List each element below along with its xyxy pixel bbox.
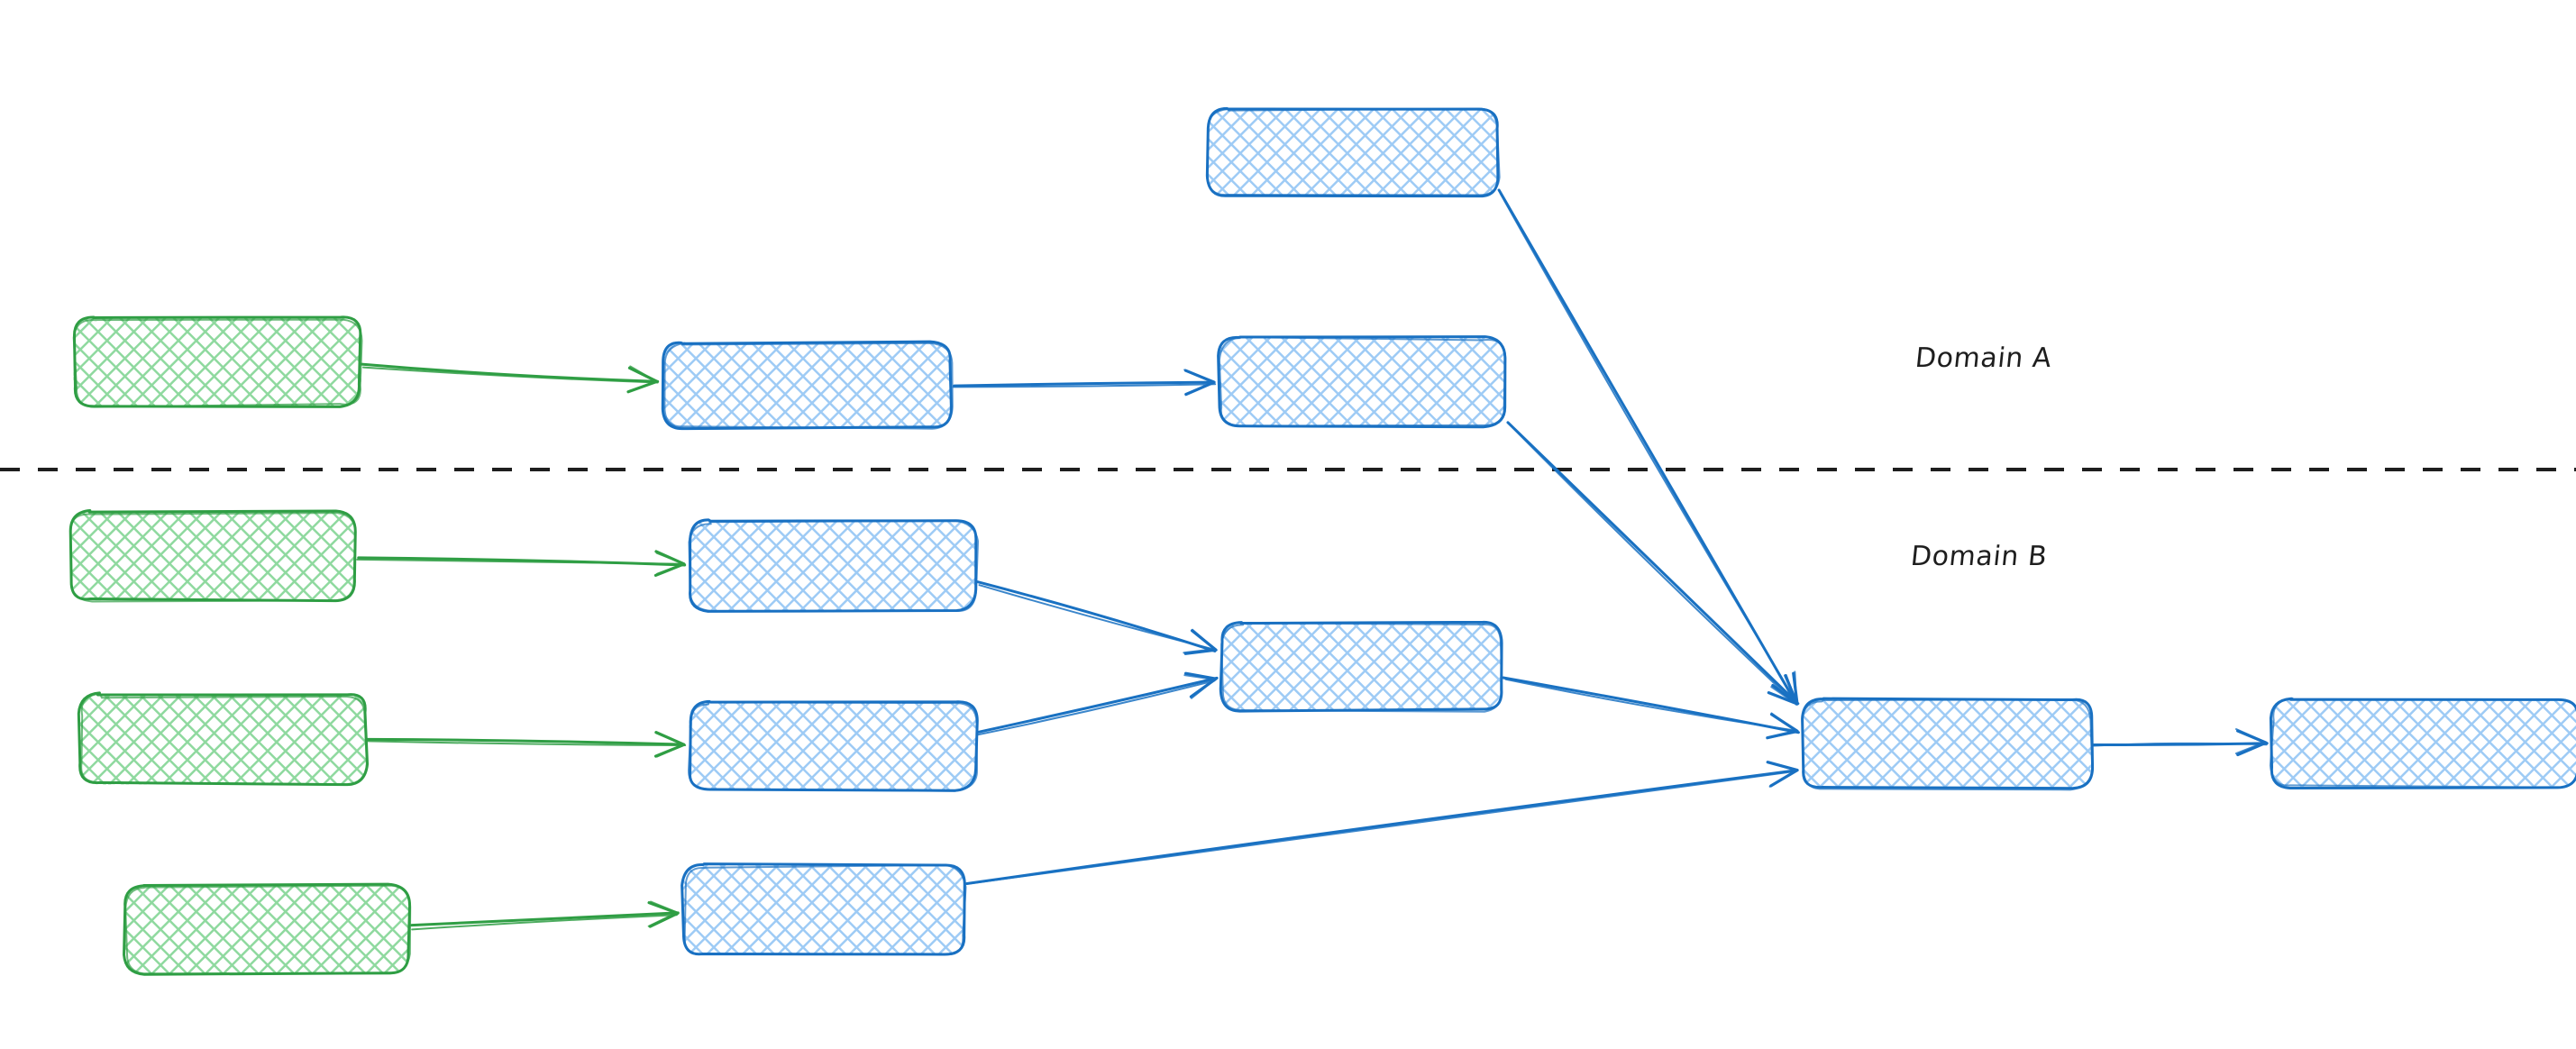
node-outline-echo (1220, 622, 1503, 713)
node-outline-echo (688, 519, 980, 612)
node-b5[interactable] (681, 862, 967, 956)
node-b6[interactable] (1219, 620, 1503, 713)
node-fill (682, 864, 964, 955)
domain-a-label: Domain A (1914, 342, 2054, 374)
node-b1[interactable] (661, 340, 954, 431)
node-outline-echo (80, 692, 368, 786)
node-outline-echo (663, 342, 954, 430)
edges-layer (356, 188, 2269, 931)
node-b2[interactable] (1217, 335, 1507, 429)
node-fill (2270, 698, 2576, 787)
node-fill (662, 342, 952, 429)
node-fill (1220, 621, 1503, 711)
node-outline-echo (1218, 336, 1507, 427)
node-outline-echo (687, 701, 979, 792)
node-g3[interactable] (77, 691, 370, 787)
node-outline-echo (1801, 698, 2094, 791)
edge-b5-to-hub (965, 761, 1799, 885)
node-fill (1803, 698, 2091, 789)
node-b3[interactable] (688, 518, 980, 613)
node-outline-echo (69, 512, 357, 603)
node-outline (2269, 697, 2576, 790)
node-g4[interactable] (123, 882, 412, 976)
node-fill (1208, 107, 1499, 196)
node-g2[interactable] (69, 508, 357, 603)
node-outline-echo (124, 884, 412, 975)
node-outline-echo (72, 318, 363, 408)
node-b0[interactable] (1205, 106, 1501, 198)
node-fill (78, 694, 367, 785)
edge-hub-to-b8 (2092, 728, 2269, 757)
node-fill (73, 316, 361, 406)
nodes-layer (69, 106, 2576, 976)
node-fill (689, 700, 977, 791)
node-fill (1219, 336, 1505, 427)
edge-g4-to-b5 (410, 900, 680, 931)
edge-b3-to-b6 (976, 580, 1218, 655)
node-outline-echo (1206, 107, 1501, 196)
node-fill (689, 520, 976, 611)
node-b8[interactable] (2269, 697, 2576, 790)
node-outline-echo (2269, 697, 2576, 789)
node-outline (73, 315, 362, 408)
edge-b6-to-hub (1502, 676, 1800, 740)
node-b4[interactable] (687, 699, 979, 792)
edge-g3-to-b4 (366, 731, 687, 758)
edge-b2-to-hub (1506, 421, 1800, 706)
edge-b4-to-b6 (975, 671, 1219, 736)
node-hub[interactable] (1801, 697, 2095, 791)
node-g1[interactable] (72, 315, 363, 408)
edge-g1-to-b1 (360, 362, 660, 394)
node-fill (69, 511, 356, 601)
edge-g2-to-b3 (356, 550, 687, 578)
domain-b-label: Domain B (1909, 541, 2050, 572)
edge-b1-to-b2 (952, 369, 1217, 397)
node-outline-echo (683, 863, 967, 956)
edge-b0-to-hub (1497, 188, 1799, 706)
node-fill (123, 884, 410, 974)
